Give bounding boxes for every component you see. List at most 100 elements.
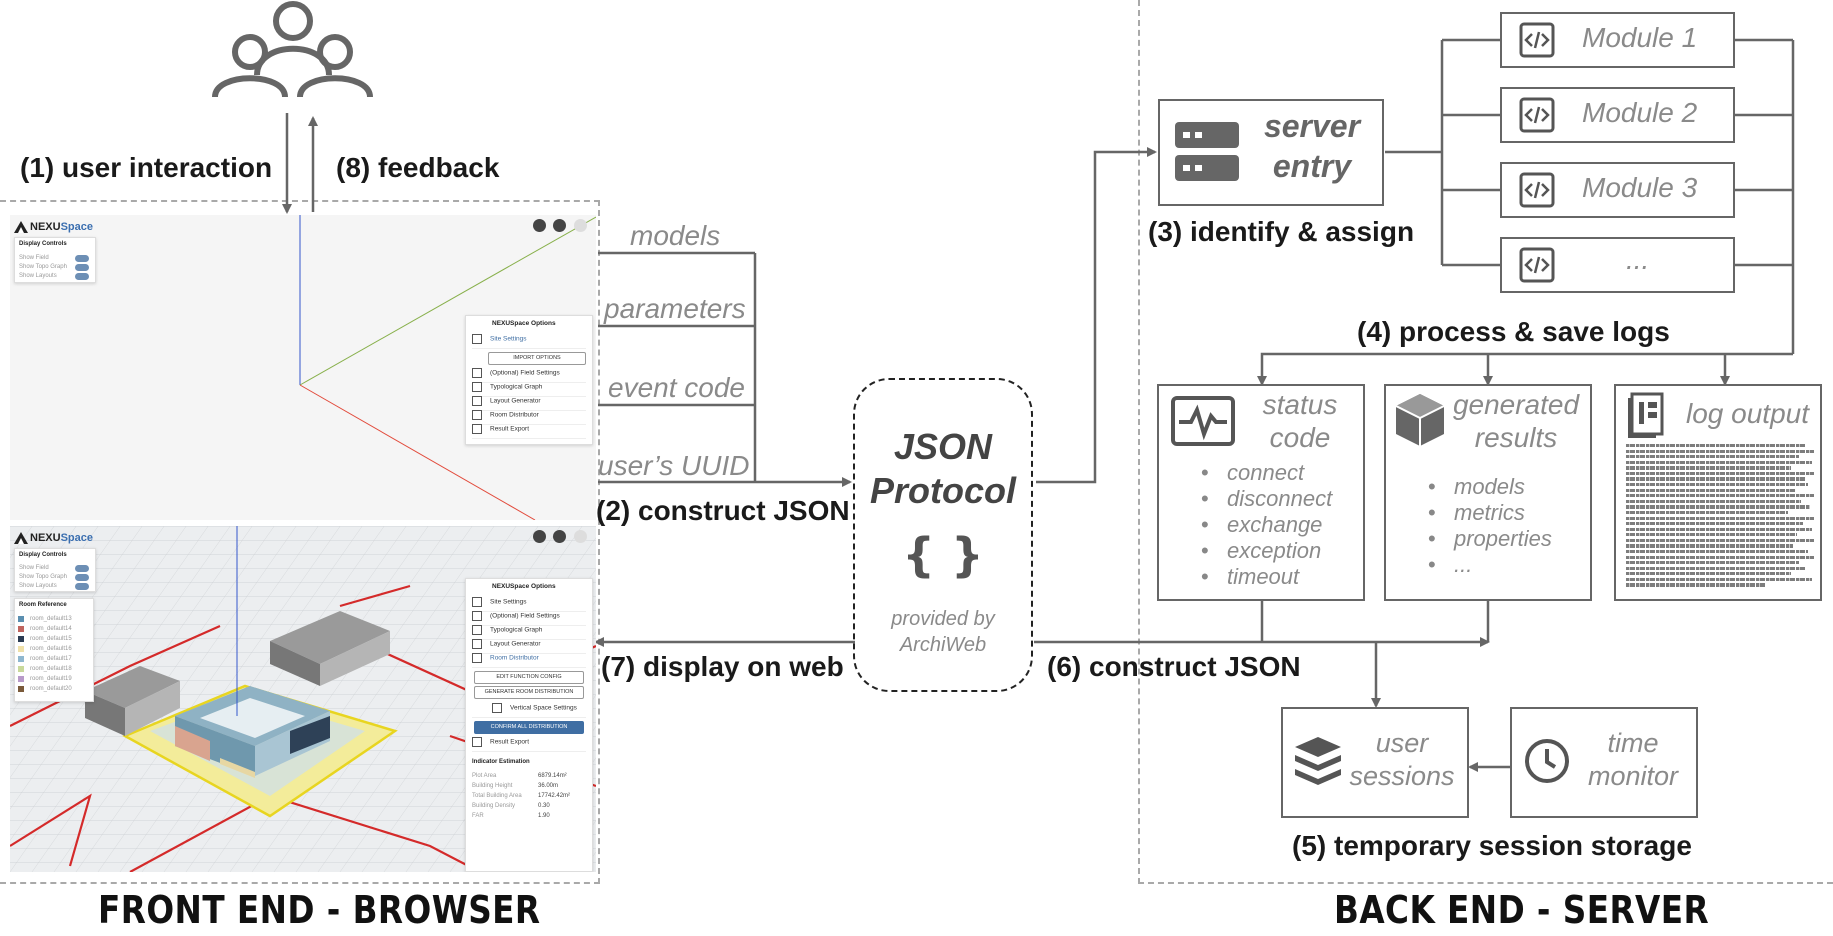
panel-row[interactable]: Vertical Space Settings — [472, 703, 586, 718]
room-label: room_default15 — [30, 636, 72, 642]
display-controls-title: Display Controls — [19, 241, 67, 247]
generate-room-distribution-button[interactable]: GENERATE ROOM DISTRIBUTION — [474, 686, 584, 699]
status-item: exchange — [1201, 512, 1323, 538]
indicator-title: Indicator Estimation — [472, 759, 530, 765]
toggle-label: Show Field — [19, 255, 49, 261]
user-sessions-title: user sessions — [1346, 727, 1458, 793]
log-icon — [1628, 392, 1664, 438]
import-options-button[interactable]: IMPORT OPTIONS — [488, 352, 586, 365]
toggle-label: Show Layouts — [19, 273, 57, 279]
module-1-box — [1500, 12, 1735, 68]
toggle-switch[interactable] — [75, 583, 89, 590]
indicator-value: 0.30 — [538, 803, 550, 809]
provider-name: ArchiWeb — [899, 634, 987, 656]
json-protocol-box — [853, 378, 1033, 692]
panel-row[interactable]: Result Export — [472, 737, 586, 752]
time-monitor-title: time monitor — [1578, 727, 1688, 793]
results-line-2: results — [1474, 422, 1558, 453]
step-8-label: (8) feedback — [336, 152, 500, 183]
code-icon — [1519, 172, 1555, 208]
panel-row[interactable]: Typological Graph — [472, 382, 586, 397]
toggle-label: Show Topo Graph — [19, 264, 67, 270]
step-4-label: (4) process & save logs — [1357, 316, 1670, 347]
result-item: models — [1428, 474, 1525, 500]
brand-a: NEXU — [30, 532, 61, 544]
result-item: properties — [1428, 526, 1552, 552]
toggle-switch[interactable] — [75, 273, 89, 280]
input-uuid: user’s UUID — [598, 450, 750, 481]
protocol-provider: provided by ArchiWeb — [853, 606, 1033, 658]
panel-row[interactable]: Typological Graph — [472, 625, 586, 640]
back-end-title: BACK END - SERVER — [1334, 888, 1710, 932]
tool-icon[interactable] — [553, 219, 567, 232]
toggle-label: Show Layouts — [19, 583, 57, 589]
display-controls-panel: Display Controls Show Field Show Topo Gr… — [14, 548, 96, 592]
time-line-2: monitor — [1587, 761, 1679, 791]
room-swatch — [18, 626, 24, 632]
module-1-label: Module 1 — [1582, 22, 1698, 53]
indicator-key: Total Building Area — [472, 793, 522, 799]
room-swatch — [18, 646, 24, 652]
results-line-1: generated — [1452, 389, 1580, 420]
log-text-lines — [1626, 444, 1814, 594]
result-item: metrics — [1428, 500, 1525, 526]
room-swatch — [18, 666, 24, 672]
brand-name: NEXUSpace — [30, 532, 93, 544]
toolbar-buttons[interactable] — [533, 530, 587, 548]
brand-b: Space — [60, 532, 93, 544]
step-6-label: (6) construct JSON — [1047, 651, 1301, 682]
tool-icon[interactable] — [573, 219, 587, 232]
toggle-switch[interactable] — [75, 574, 89, 581]
front-end-title: FRONT END - BROWSER — [98, 888, 541, 932]
result-item: ... — [1428, 552, 1473, 578]
options-panel: NEXUSpace Options Site Settings (Optiona… — [465, 578, 593, 872]
toggle-switch[interactable] — [75, 264, 89, 271]
users-icon — [212, 1, 373, 98]
panel-row[interactable]: Site Settings — [472, 334, 586, 349]
edit-function-config-button[interactable]: EDIT FUNCTION CONFIG — [474, 671, 584, 684]
toolbar-buttons[interactable] — [533, 219, 587, 237]
confirm-all-distribution-button[interactable]: CONFIRM ALL DISTRIBUTION — [474, 721, 584, 734]
code-icon — [1519, 22, 1555, 58]
server-entry-line-2: entry — [1272, 148, 1352, 184]
code-icon — [1519, 97, 1555, 133]
clock-icon — [1525, 739, 1569, 783]
protocol-line-2: Protocol — [869, 470, 1016, 511]
room-label: room_default13 — [30, 616, 72, 622]
display-controls-panel: Display Controls Show Field Show Topo Gr… — [14, 237, 96, 283]
tool-icon[interactable] — [573, 530, 587, 543]
toggle-switch[interactable] — [75, 255, 89, 262]
user-sessions-box — [1281, 707, 1469, 818]
panel-row[interactable]: Site Settings — [472, 597, 586, 612]
options-title: NEXUSpace Options — [492, 583, 556, 590]
panel-row[interactable]: Room Distributor — [472, 410, 586, 425]
room-swatch — [18, 686, 24, 692]
protocol-line-1: JSON — [893, 426, 993, 467]
options-title: NEXUSpace Options — [492, 320, 556, 327]
server-icon — [1175, 122, 1239, 181]
status-line-1: status — [1262, 389, 1338, 420]
pulse-icon — [1171, 396, 1235, 446]
panel-row[interactable]: Result Export — [472, 424, 586, 439]
panel-row[interactable]: (Optional) Field Settings — [472, 611, 586, 626]
tool-icon[interactable] — [553, 530, 567, 543]
room-swatch — [18, 676, 24, 682]
toggle-switch[interactable] — [75, 565, 89, 572]
brand-name: NEXUSpace — [30, 221, 93, 233]
panel-row[interactable]: Room Distributor — [472, 653, 586, 668]
panel-row[interactable]: Layout Generator — [472, 639, 586, 654]
options-panel: NEXUSpace Options Site Settings IMPORT O… — [465, 315, 593, 445]
brand-logo-icon — [14, 221, 28, 233]
tool-icon[interactable] — [533, 530, 546, 543]
room-swatch — [18, 636, 24, 642]
brand-b: Space — [60, 221, 93, 233]
panel-row[interactable]: Layout Generator — [472, 396, 586, 411]
input-parameters: parameters — [604, 293, 746, 324]
tool-icon[interactable] — [533, 219, 546, 232]
stack-icon — [1295, 737, 1341, 785]
indicator-value: 6879.14m² — [538, 773, 567, 779]
indicator-value: 17742.42m² — [538, 793, 571, 799]
browser-screenshot-top: NEXUSpace Display Controls Show Field Sh… — [10, 215, 596, 520]
panel-row[interactable]: (Optional) Field Settings — [472, 368, 586, 383]
